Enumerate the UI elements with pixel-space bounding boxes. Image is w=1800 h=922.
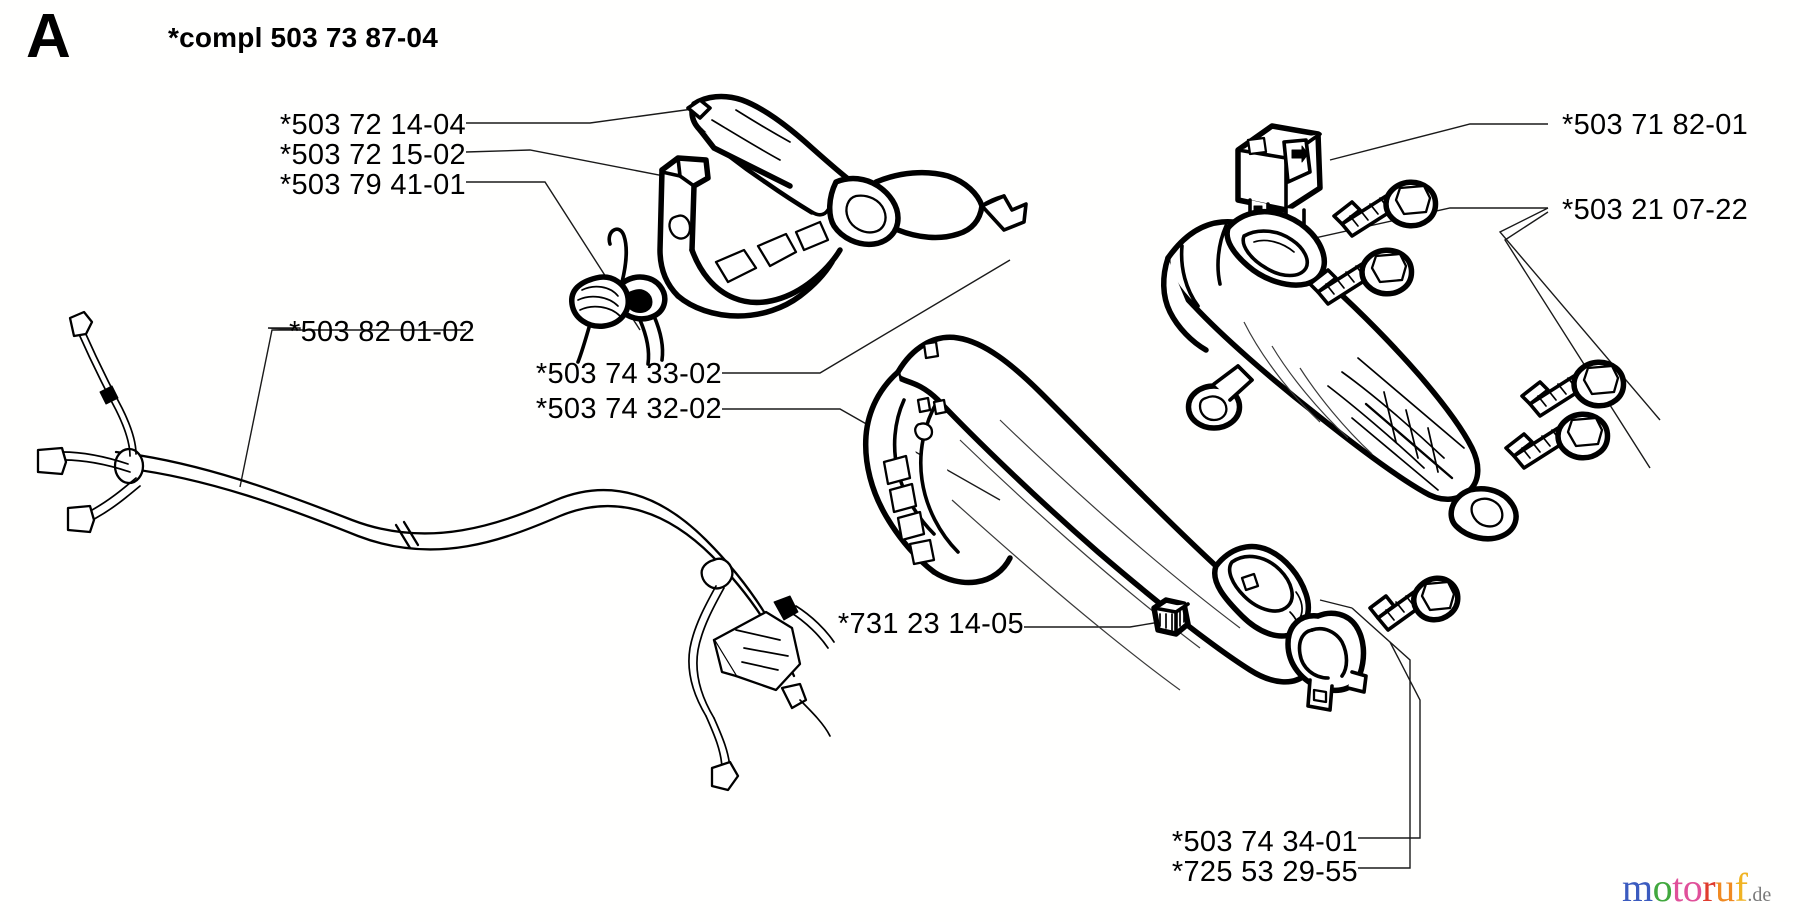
part-label-handle-screws: *503 21 07-22 xyxy=(1562,194,1749,226)
handle-screw-1 xyxy=(1332,179,1439,238)
logo-letter-m: m xyxy=(1622,865,1653,910)
motoruf-watermark-logo: motoruf.de xyxy=(1622,868,1771,908)
section-letter: A xyxy=(26,2,71,71)
handle-screw-4 xyxy=(1504,411,1611,470)
part-label-handle-half-lower: *503 74 32-02 xyxy=(535,393,722,425)
handle-half-upper-part xyxy=(1161,208,1519,542)
logo-tld: .de xyxy=(1747,884,1772,906)
handle-half-lower-part xyxy=(862,334,1315,691)
part-label-cable-nut: *731 23 14-05 xyxy=(837,608,1024,640)
part-label-throttle-lever: *503 72 14-04 xyxy=(279,109,466,141)
leader-lines xyxy=(239,107,1661,869)
handle-screw-3 xyxy=(1520,359,1627,418)
return-spring-part xyxy=(569,227,631,364)
part-label-clamp-screw: *725 53 29-55 xyxy=(1171,856,1358,888)
cable-adjuster-nut-part xyxy=(1151,597,1191,637)
logo-letter-f: f xyxy=(1734,865,1748,910)
part-label-cable-clamp: *503 74 34-01 xyxy=(1171,826,1358,858)
part-label-stop-switch: *503 71 82-01 xyxy=(1562,109,1749,141)
part-label-return-spring: *503 79 41-01 xyxy=(279,169,466,201)
part-label-throttle-cable: *503 82 01-02 xyxy=(289,316,476,348)
handle-screw-2 xyxy=(1308,247,1415,306)
logo-letter-u: u xyxy=(1715,865,1735,910)
handle-screw-set xyxy=(1308,179,1627,470)
throttle-cable-assembly xyxy=(36,310,835,792)
logo-letter-o1: o xyxy=(1652,865,1673,910)
logo-letter-r: r xyxy=(1702,865,1716,910)
cable-clamp-part xyxy=(1285,610,1368,712)
part-label-handle-half-upper: *503 74 33-02 xyxy=(535,358,722,390)
part-label-throttle-lockout: *503 72 15-02 xyxy=(279,139,466,171)
clamp-screw-part xyxy=(1368,575,1461,632)
throttle-lockout-part xyxy=(613,155,843,366)
logo-letter-o2: o xyxy=(1682,865,1703,910)
assembly-title: *compl 503 73 87-04 xyxy=(168,22,438,53)
throttle-lever-part xyxy=(686,93,1028,248)
logo-letter-t: t xyxy=(1672,865,1683,910)
stop-switch-part xyxy=(1235,123,1323,230)
